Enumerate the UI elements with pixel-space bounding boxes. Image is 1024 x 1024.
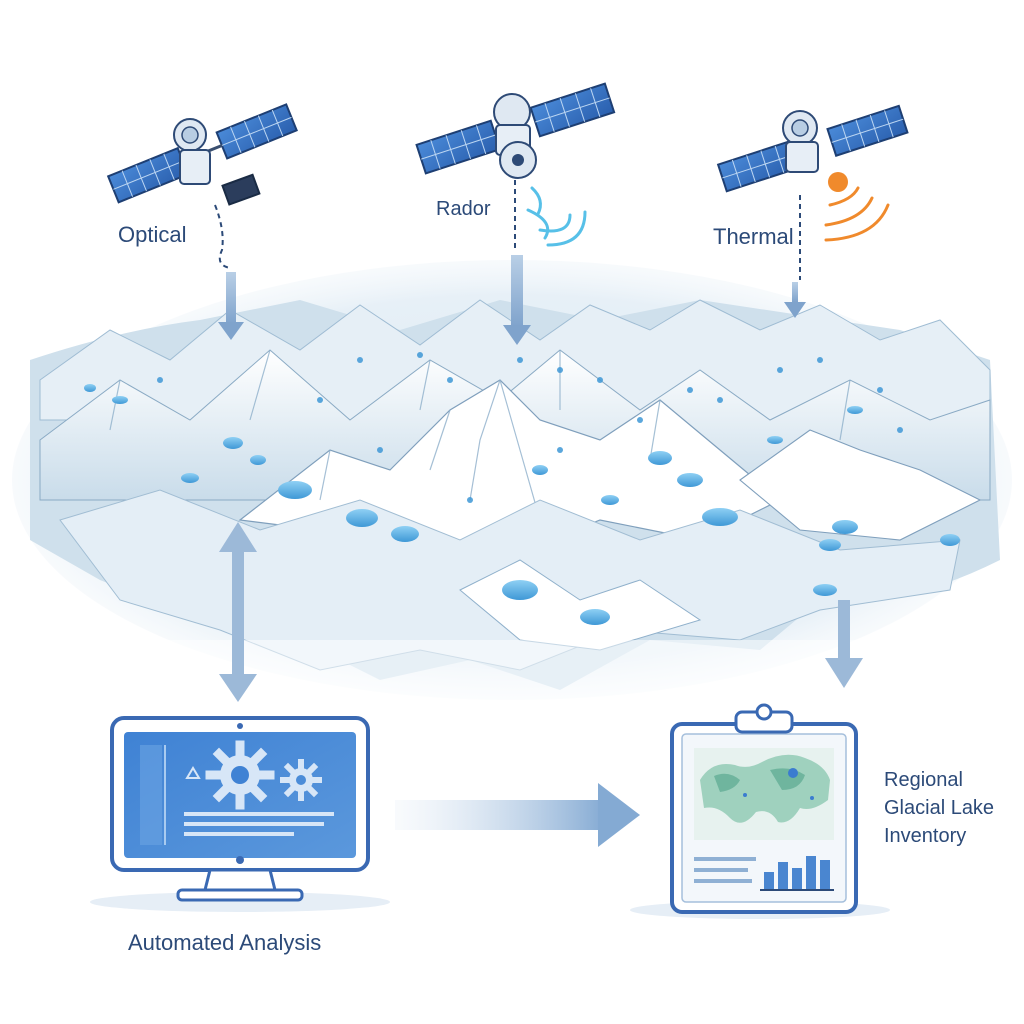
automated-analysis-label: Automated Analysis bbox=[128, 930, 322, 955]
terrain-report-arrow bbox=[825, 600, 863, 688]
clipboard-icon bbox=[630, 703, 890, 919]
inventory-label-line-1: Regional bbox=[884, 769, 963, 791]
optical-beam-arrow bbox=[218, 272, 244, 340]
monitor-icon bbox=[90, 716, 390, 912]
world-map-icon bbox=[694, 748, 834, 840]
inventory-label-line-3: Inventory bbox=[884, 825, 967, 847]
radar-beam-arrow bbox=[503, 255, 531, 345]
report-text-lines bbox=[694, 857, 756, 883]
glacial-terrain bbox=[0, 260, 1024, 700]
bar-chart-icon bbox=[760, 856, 834, 891]
thermal-satellite bbox=[716, 104, 909, 280]
inventory-label: Regional Glacial Lake Inventory bbox=[884, 766, 1014, 850]
radar-waves-icon bbox=[526, 186, 587, 247]
radar-label: Rador bbox=[436, 198, 491, 220]
inventory-label-line-2: Glacial Lake bbox=[884, 797, 995, 819]
radar-satellite bbox=[415, 82, 616, 250]
terrain-analysis-double-arrow bbox=[219, 522, 257, 702]
thermal-beam-arrow bbox=[784, 282, 806, 318]
gear-icon bbox=[205, 740, 275, 810]
small-gear-icon bbox=[280, 759, 322, 801]
analysis-report-arrow bbox=[395, 783, 640, 847]
optical-label: Optical bbox=[118, 222, 187, 247]
optical-satellite bbox=[106, 103, 298, 269]
thermal-waves-icon bbox=[824, 186, 890, 242]
thermal-label: Thermal bbox=[713, 224, 794, 249]
